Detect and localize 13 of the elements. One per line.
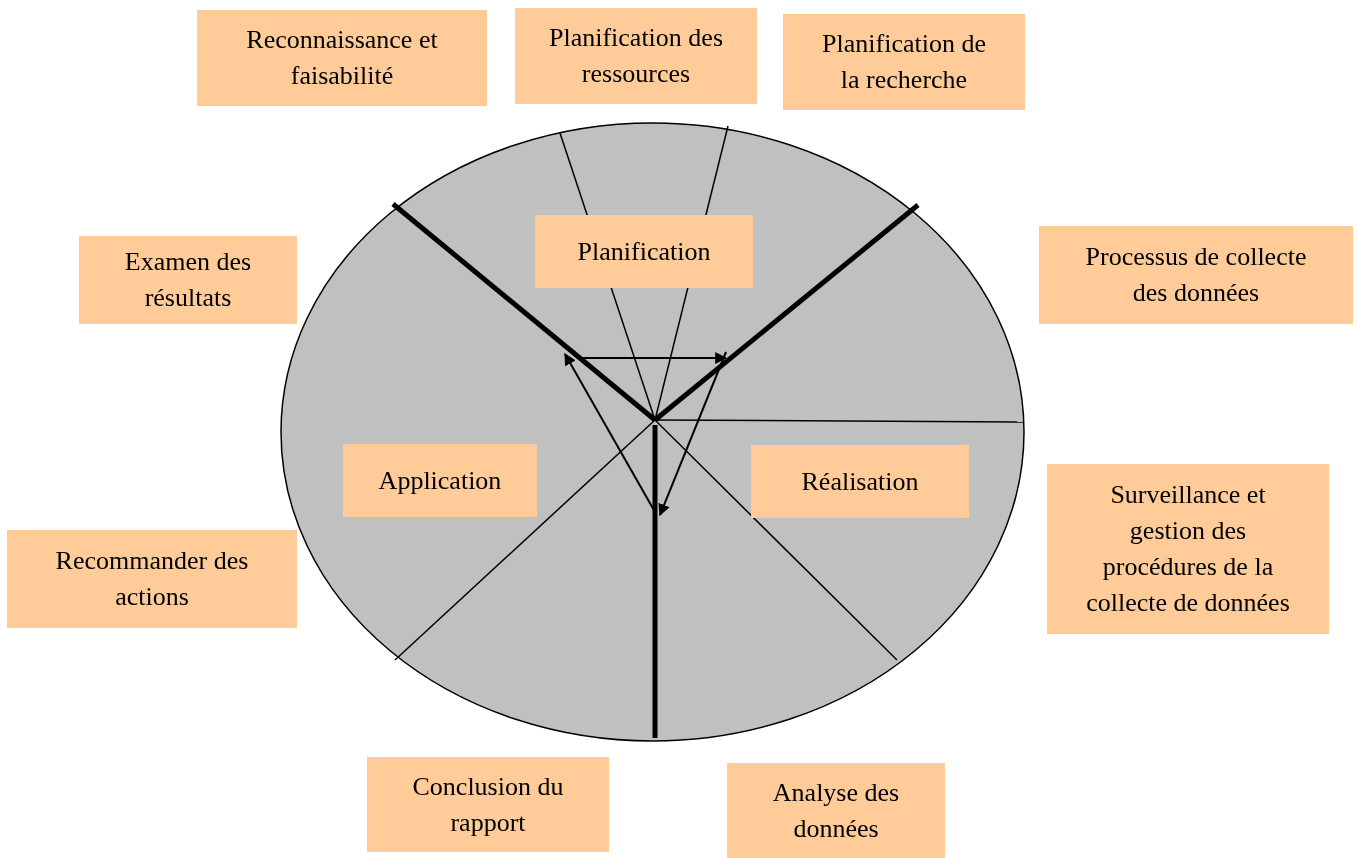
phase-box: Analyse des données [727, 763, 945, 858]
phase-box: Conclusion du rapport [367, 757, 609, 852]
phase-box: Planification de la recherche [783, 14, 1025, 110]
phase-box: Planification [535, 215, 753, 288]
phase-box: Recommander des actions [7, 530, 297, 628]
cycle-ellipse [280, 122, 1025, 742]
phase-box: Réalisation [751, 445, 969, 518]
phase-box: Reconnaissance et faisabilité [197, 10, 487, 106]
phase-box: Application [343, 444, 537, 517]
phase-box: Surveillance et gestion des procédures de la collecte de données [1047, 464, 1329, 634]
phase-box: Examen des résultats [79, 236, 297, 324]
phase-box: Processus de collecte des données [1039, 226, 1353, 324]
phase-box: Planification des ressources [515, 8, 757, 104]
